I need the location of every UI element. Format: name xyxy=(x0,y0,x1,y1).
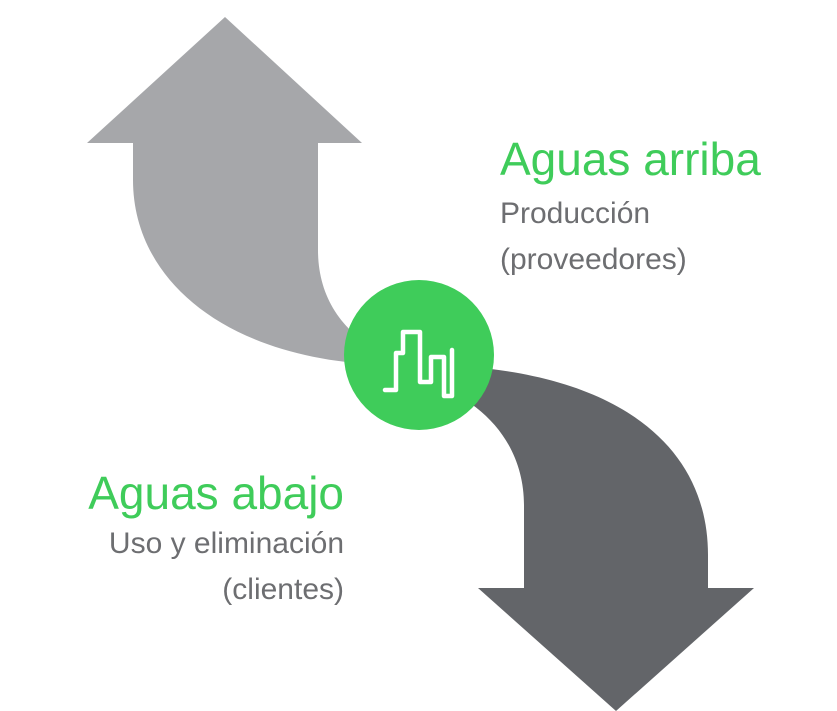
center-badge xyxy=(344,280,494,430)
upstream-arrow-head xyxy=(87,17,362,143)
upstream-subtitle-line1: Producción xyxy=(500,197,651,230)
factory-skyline-icon xyxy=(382,329,455,399)
upstream-title: Aguas arriba xyxy=(500,133,761,185)
upstream-arrow xyxy=(87,17,400,365)
upstream-subtitle-line2: (proveedores) xyxy=(500,243,687,276)
downstream-arrow-head xyxy=(478,588,754,711)
downstream-arrow-body xyxy=(420,365,708,588)
downstream-subtitle-line1: Uso y eliminación xyxy=(108,527,344,560)
downstream-arrow xyxy=(420,365,754,711)
downstream-subtitle-line2: (clientes) xyxy=(222,573,344,606)
downstream-title: Aguas abajo xyxy=(88,467,344,519)
upstream-arrow-body xyxy=(133,143,400,365)
